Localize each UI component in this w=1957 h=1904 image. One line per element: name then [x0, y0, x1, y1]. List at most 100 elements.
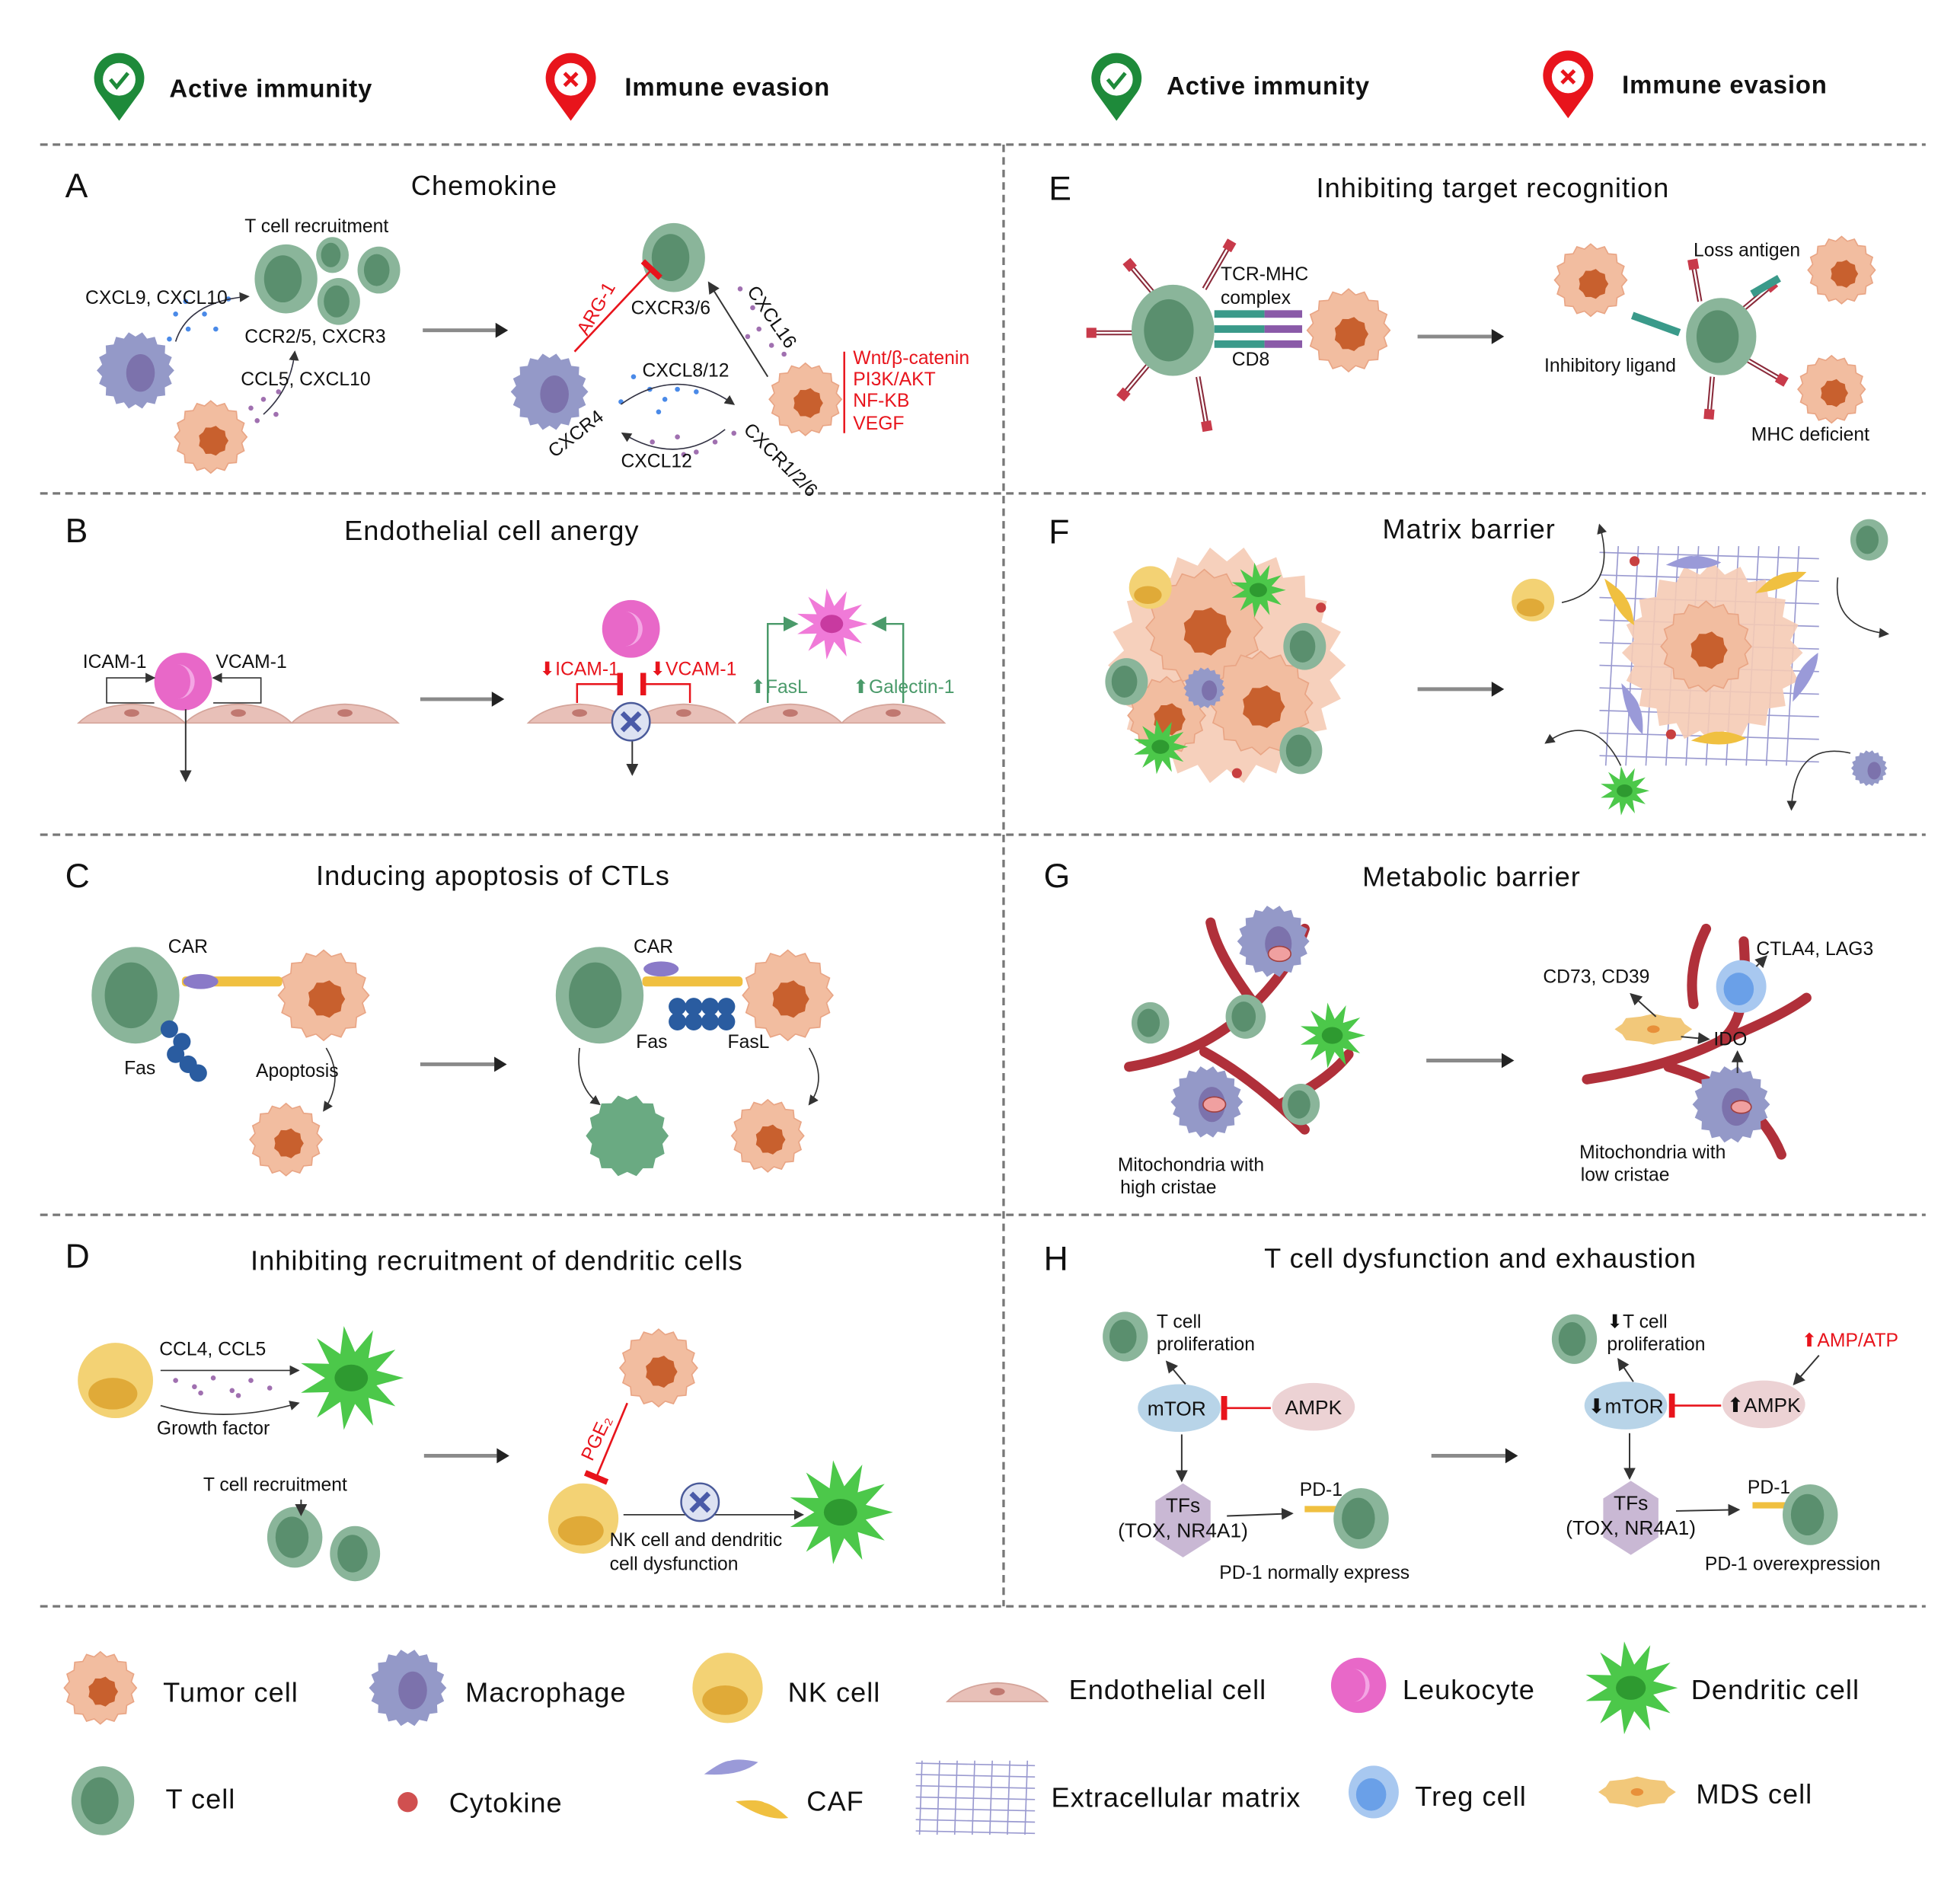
- label: ⬇VCAM-1: [650, 660, 736, 680]
- panel-letter: C: [65, 858, 90, 895]
- label: T cell recruitment: [244, 216, 388, 237]
- legend-label: Dendritic cell: [1691, 1674, 1860, 1705]
- arrow: [707, 281, 769, 378]
- tumor-cell-nucleus: [1334, 317, 1369, 352]
- cytokine-dot: [745, 334, 751, 340]
- t-cell-icon: [91, 947, 180, 1044]
- receptor-core: [1743, 356, 1783, 381]
- x-mark: [620, 711, 642, 733]
- macrophage-nucleus: [540, 375, 569, 414]
- cytokine-dot: [248, 405, 254, 411]
- dendritic-cell-nucleus: [823, 1499, 857, 1526]
- t-cell-icon: [316, 237, 349, 273]
- tumor-cell-nucleus: [772, 980, 809, 1018]
- leukocyte-nucleus: [1352, 1669, 1370, 1702]
- cytokine-dot: [675, 386, 680, 392]
- tumor-cell-icon: [174, 400, 248, 474]
- arrow: [1165, 1360, 1186, 1385]
- label: ICAM-1: [83, 652, 147, 672]
- ampk-node: AMPK: [1285, 1396, 1342, 1419]
- leukocyte-body: [1330, 1657, 1387, 1714]
- arrow: [766, 616, 799, 703]
- panel-title: Endothelial cell anergy: [344, 515, 639, 546]
- label: Inhibitory ligand: [1544, 356, 1676, 376]
- receptor-core: [1708, 376, 1713, 414]
- label: complex: [1221, 288, 1291, 308]
- extracellular-matrix-icon: [915, 1760, 1036, 1835]
- panel-title: Chemokine: [411, 170, 557, 201]
- cytokine-icon: [397, 1791, 418, 1813]
- transition-arrow-head: [496, 1448, 509, 1464]
- cytokine-dot: [173, 311, 178, 317]
- label: TCR-MHC: [1221, 264, 1308, 285]
- tfs-node: TFs: [1166, 1494, 1200, 1517]
- tumor-cell-icon: [63, 1650, 138, 1725]
- treg-cell-icon: [1716, 960, 1767, 1013]
- macrophage-icon: [510, 353, 589, 430]
- transition-arrow-head: [1505, 1448, 1518, 1464]
- cytokine-dot: [662, 397, 668, 402]
- pathway-label: PI3K/AKT: [853, 369, 935, 390]
- tumor-cell-icon: [1306, 288, 1391, 373]
- nk-cell-nucleus: [1134, 586, 1162, 604]
- matrix-fiber: [1024, 1760, 1029, 1835]
- label: CTLA4, LAG3: [1756, 939, 1873, 960]
- receptor-tip: [1116, 387, 1131, 402]
- tumor-cell-nucleus: [1690, 631, 1728, 669]
- panel-title: T cell dysfunction and exhaustion: [1264, 1242, 1697, 1273]
- label: proliferation: [1607, 1334, 1705, 1355]
- transition-arrow-head: [491, 692, 505, 707]
- t-cell-icon: [357, 246, 401, 294]
- cytokine-dot: [681, 452, 687, 458]
- label: CD73, CD39: [1543, 966, 1649, 987]
- nk-cell-nucleus: [1516, 598, 1545, 617]
- arrow: [1754, 955, 1767, 969]
- receptor-core: [1197, 376, 1208, 426]
- dendritic-cell-nucleus: [820, 615, 844, 634]
- panel-title: Matrix barrier: [1383, 513, 1556, 545]
- cytokine-dot: [276, 389, 282, 395]
- tumor-cell-icon: [1797, 354, 1866, 424]
- pin-hole: [103, 62, 136, 96]
- treg-cell-icon: [1348, 1765, 1399, 1819]
- receptor-icon: [1202, 238, 1237, 290]
- tfs-node-detail: (TOX, NR4A1): [1566, 1516, 1696, 1539]
- arrow: [1786, 750, 1851, 811]
- macrophage-nucleus: [398, 1671, 427, 1710]
- fasl-ligand: [669, 1012, 687, 1030]
- legend-label: Endothelial cell: [1069, 1674, 1267, 1705]
- cytokine-dot: [183, 299, 189, 305]
- cytokine-dot: [656, 409, 662, 415]
- t-cell-nucleus: [1558, 1321, 1586, 1356]
- receptor-tip: [1774, 372, 1789, 387]
- arrow: [1544, 730, 1622, 766]
- label: Loss antigen: [1694, 240, 1800, 260]
- arrow: [323, 1047, 336, 1112]
- t-cell-nucleus: [1289, 630, 1316, 663]
- label: MHC deficient: [1751, 425, 1869, 446]
- panel-letter: B: [65, 513, 88, 550]
- cytokine-icon: [1231, 768, 1242, 778]
- mds-nucleus: [1647, 1025, 1660, 1033]
- tumor-cell-nucleus: [1579, 269, 1609, 299]
- check-mark: [1106, 72, 1127, 90]
- inhibitory-ligand: [1630, 311, 1681, 337]
- t-cell-nucleus: [363, 254, 390, 286]
- endothelial-cell-icon: [290, 703, 401, 724]
- dendritic-cell-icon: [1585, 1641, 1678, 1735]
- label: low cristae: [1581, 1165, 1670, 1186]
- legend-label: Tumor cell: [163, 1676, 298, 1708]
- label: CXCL8/12: [642, 361, 729, 382]
- leukocyte-body: [602, 599, 660, 658]
- mtor-node: ⬇mTOR: [1588, 1394, 1663, 1417]
- endothelial-cell-icon: [76, 703, 187, 724]
- caf-icon: [1793, 652, 1818, 702]
- dendritic-cell-nucleus: [1617, 784, 1633, 797]
- matrix-fiber: [989, 1760, 993, 1835]
- caf-icon: [1665, 555, 1722, 569]
- receptor-tip: [1086, 327, 1097, 338]
- cytokine-dot: [737, 286, 743, 292]
- fas-receptor: [685, 998, 703, 1016]
- t-cell-icon: [1333, 1487, 1389, 1549]
- arrow: [1681, 1032, 1710, 1045]
